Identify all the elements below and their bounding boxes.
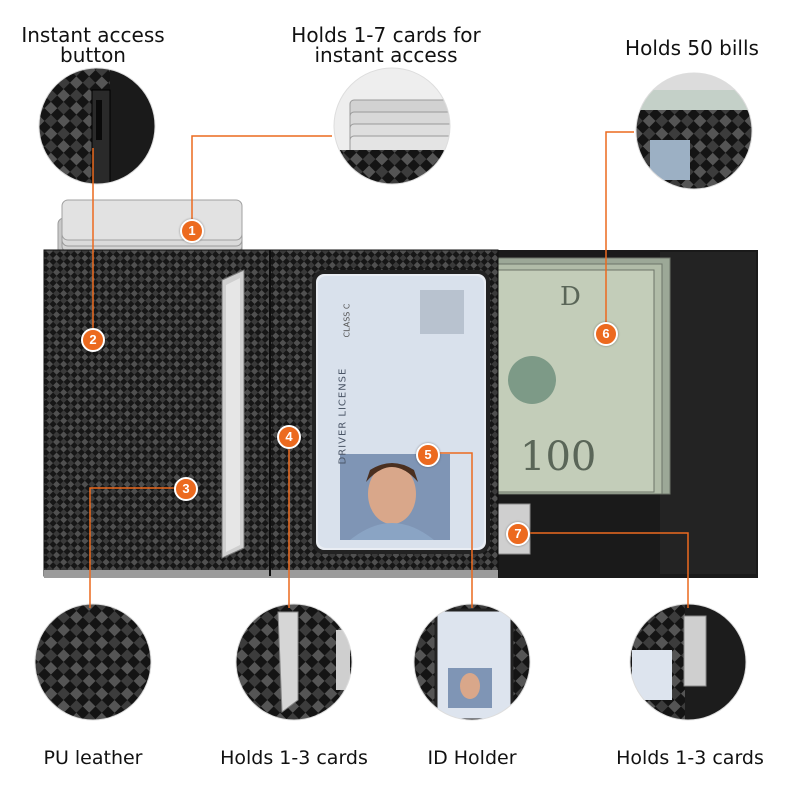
detail-card-slot-left (236, 604, 352, 720)
label-instant-access: Instant access button (8, 25, 178, 65)
label-cards-instant-line2: instant access (314, 43, 458, 67)
svg-text:D: D (560, 282, 581, 312)
license-photo (340, 454, 450, 540)
marker-2: 2 (81, 328, 105, 352)
license-title: DRIVER LICENSE (337, 367, 349, 465)
label-instant-access-line2: button (60, 43, 126, 67)
detail-card-slot-right (630, 604, 746, 720)
marker-4: 4 (277, 425, 301, 449)
label-holds-cards-right: Holds 1-3 cards (616, 747, 764, 769)
label-bills: Holds 50 bills (625, 36, 759, 60)
marker-1: 1 (180, 219, 204, 243)
label-cards-instant-line1: Holds 1-7 cards for (291, 23, 481, 47)
marker-3: 3 (174, 477, 198, 501)
detail-instant-button (39, 68, 155, 184)
detail-card-stack (334, 68, 450, 184)
marker-5: 5 (416, 443, 440, 467)
detail-id-holder (414, 604, 530, 720)
label-cards-instant: Holds 1-7 cards for instant access (280, 25, 492, 65)
detail-bills (636, 73, 752, 189)
license-class: CLASS C (342, 303, 352, 338)
label-pu-leather: PU leather (43, 747, 143, 769)
marker-6: 6 (594, 322, 618, 346)
card-stack (57, 199, 243, 259)
marker-7: 7 (506, 522, 530, 546)
bill-stack: D 100 (493, 257, 671, 495)
detail-pu-leather (35, 604, 151, 720)
label-instant-access-line1: Instant access (21, 23, 165, 47)
label-id-holder: ID Holder (427, 747, 517, 769)
callout-lines (89, 131, 689, 608)
label-holds-cards-left: Holds 1-3 cards (220, 747, 368, 769)
svg-text:100: 100 (520, 434, 596, 480)
